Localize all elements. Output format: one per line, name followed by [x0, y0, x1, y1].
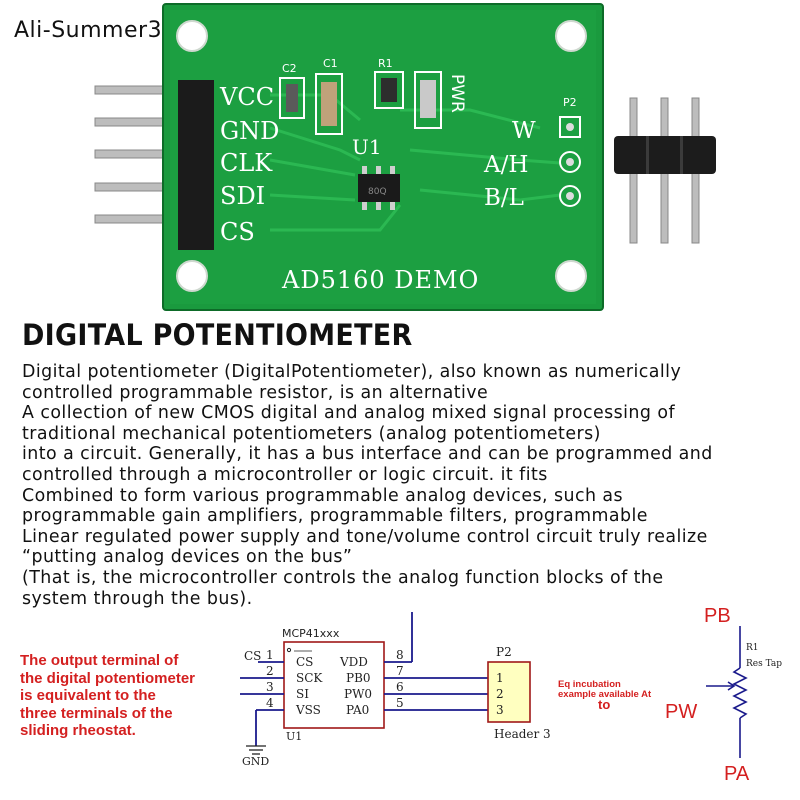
pin-num: 4: [266, 696, 274, 710]
pin-label-bl: B/L: [484, 185, 524, 211]
schematic-header: [487, 661, 531, 723]
capacitor-c2: [279, 77, 305, 119]
schematic-header-label: Header 3: [494, 727, 551, 741]
note-line: is equivalent to the: [20, 687, 156, 704]
label-c2: C2: [282, 62, 297, 75]
pin-name: PW0: [344, 687, 372, 701]
pin-name: PB0: [346, 671, 371, 685]
description-text: Digital potentiometer (DigitalPotentiome…: [22, 362, 792, 609]
left-pin-header: [94, 85, 191, 224]
watermark: Ali-Summer3: [14, 18, 163, 43]
pin-num: 6: [396, 680, 404, 694]
pin-name: VDD: [339, 655, 368, 669]
pin-label-ah: A/H: [483, 152, 528, 178]
mounting-holes: [176, 20, 587, 292]
header-ref-p2: P2: [563, 96, 577, 109]
pcb-pads: [559, 116, 581, 207]
pin-num: 3: [266, 680, 274, 694]
ground-label: GND: [242, 755, 269, 768]
rheostat-ref: R1: [746, 643, 759, 653]
description-line: traditional mechanical potentiometers (a…: [22, 423, 601, 444]
pin-num: 5: [396, 696, 404, 710]
pin-num: 2: [266, 664, 274, 678]
pin-num: 7: [396, 664, 404, 678]
description-line: Linear regulated power supply and tone/v…: [22, 526, 708, 547]
pin-label-sdi: SDI: [220, 182, 265, 210]
note-line: sliding rheostat.: [20, 722, 136, 739]
led-pwr: [414, 71, 442, 129]
eq-note: Eq incubation: [558, 679, 621, 690]
description-line: controlled programmable resistor, is an …: [22, 382, 489, 403]
note-line: The output terminal of: [20, 652, 179, 669]
net-cs: CS: [244, 649, 261, 663]
svg-text:80Q: 80Q: [368, 187, 387, 197]
description-line: Digital potentiometer (DigitalPotentiome…: [22, 362, 682, 382]
pin-name: SI: [296, 687, 309, 701]
resistor-r1: [374, 71, 404, 109]
pin-name: SCK: [296, 671, 323, 685]
product-photo: VCC GND CLK SDI CS C2 C1 R1 PWR U1 80Q P…: [94, 3, 716, 311]
pin-name: CS: [296, 655, 313, 669]
chip-ic: [358, 174, 400, 202]
terminal-pa: PA: [724, 763, 750, 785]
description-line: Combined to form various programmable an…: [22, 485, 624, 506]
rheostat-value: Res Tap: [746, 659, 782, 669]
ground-symbol: [246, 745, 266, 755]
eq-note: example available At: [558, 689, 652, 700]
description-line: “putting analog devices on the bus”: [22, 547, 353, 568]
capacitor-c1: [315, 73, 343, 135]
pin-name: PA0: [346, 703, 369, 717]
schematic-chip-ref: U1: [286, 730, 302, 743]
circuit-schematic: MCP41xxx U1 GND CS 1 2 3 4 CS SCK SI VSS…: [238, 605, 782, 800]
rheostat-symbol: [706, 626, 748, 758]
label-c1: C1: [323, 57, 338, 70]
note-line: three terminals of the: [20, 704, 173, 722]
terminal-pb: PB: [704, 605, 731, 627]
pin-label-vcc: VCC: [219, 83, 274, 111]
label-pwr: PWR: [447, 74, 467, 113]
pin-num: 8: [396, 648, 404, 662]
pin-label-cs: CS: [220, 218, 255, 246]
eq-to: to: [598, 697, 610, 712]
pin-name: VSS: [295, 703, 321, 717]
pcb-header-housing: [178, 80, 214, 250]
schematic-chip-label: MCP41xxx: [282, 627, 340, 640]
section-heading: DIGITAL POTENTIOMETER: [22, 318, 413, 352]
schematic-chip: [283, 641, 385, 729]
header-pin: 3: [496, 703, 504, 717]
description-line: A collection of new CMOS digital and ana…: [22, 403, 676, 424]
description-line: controlled through a microcontroller or …: [22, 464, 548, 485]
pin-label-gnd: GND: [220, 117, 279, 145]
terminal-pw: PW: [665, 701, 697, 723]
rheostat-note: The output terminal of the digital poten…: [20, 652, 245, 740]
header-pin: 1: [496, 671, 504, 685]
description-line: into a circuit. Generally, it has a bus …: [22, 444, 713, 465]
header-pin: 2: [496, 687, 504, 701]
chip-ref-u1: U1: [352, 135, 382, 159]
loose-pin-header: [614, 97, 716, 244]
pin-label-clk: CLK: [220, 149, 273, 177]
label-r1: R1: [378, 57, 393, 70]
note-line: the digital potentiometer: [20, 669, 196, 687]
pin-num: 1: [266, 648, 274, 662]
schematic-header-ref: P2: [496, 645, 512, 659]
pcb-board: [162, 3, 604, 311]
description-line: system through the bus).: [22, 588, 253, 609]
description-line: (That is, the microcontroller controls t…: [22, 567, 664, 588]
description-line: programmable gain amplifiers, programmab…: [22, 506, 648, 527]
pin-label-w: W: [512, 118, 536, 144]
board-title: AD5160 DEMO: [281, 266, 479, 294]
